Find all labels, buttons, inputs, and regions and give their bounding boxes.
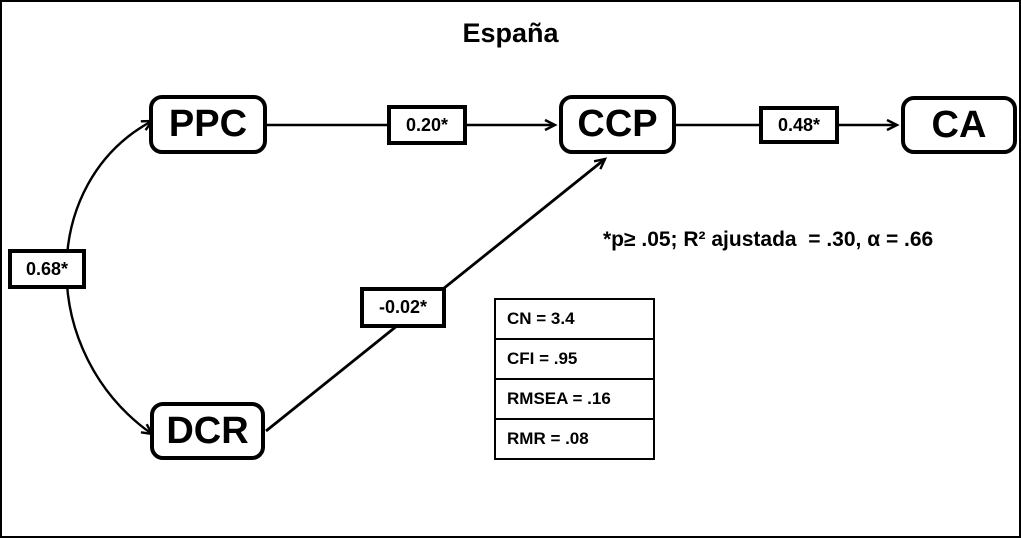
fit-stat-cfi: CFI = .95 xyxy=(496,340,653,380)
node-label-ccp: CCP xyxy=(577,103,658,145)
coefficient-dcr-ccp: -0.02* xyxy=(378,297,428,317)
diagram-title: España xyxy=(462,18,559,48)
significance-note: *p≥ .05; R² ajustada = .30, α = .66 xyxy=(603,228,934,251)
fit-stat-rmsea: RMSEA = .16 xyxy=(496,380,653,420)
coefficient-ppc-ccp: 0.20* xyxy=(405,114,449,135)
coefficient-box-dcr-ccp: -0.02* xyxy=(360,287,446,328)
fit-stat-cn: CN = 3.4 xyxy=(496,300,653,340)
node-box-ccp: CCP xyxy=(559,95,676,154)
fit-stat-rmr: RMR = .08 xyxy=(507,429,589,448)
node-label-ppc: PPC xyxy=(168,103,248,145)
coefficient-box-ppc-dcr-covariance: 0.68* xyxy=(8,249,86,289)
node-box-ppc: PPC xyxy=(149,95,267,154)
fit-statistics-table: CN = 3.4 CFI = .95 RMSEA = .16 RMR = .08 xyxy=(494,298,655,460)
coefficient-box-ccp-ca: 0.48* xyxy=(759,106,839,144)
node-box-ca: CA xyxy=(901,96,1017,154)
coefficient-box-ppc-ccp: 0.20* xyxy=(387,105,467,145)
coefficient-ppc-dcr: 0.68* xyxy=(25,258,69,279)
node-label-dcr: DCR xyxy=(166,409,249,452)
node-label-ca: CA xyxy=(931,103,987,146)
node-box-dcr: DCR xyxy=(150,402,265,460)
coefficient-ccp-ca: 0.48* xyxy=(777,114,821,135)
